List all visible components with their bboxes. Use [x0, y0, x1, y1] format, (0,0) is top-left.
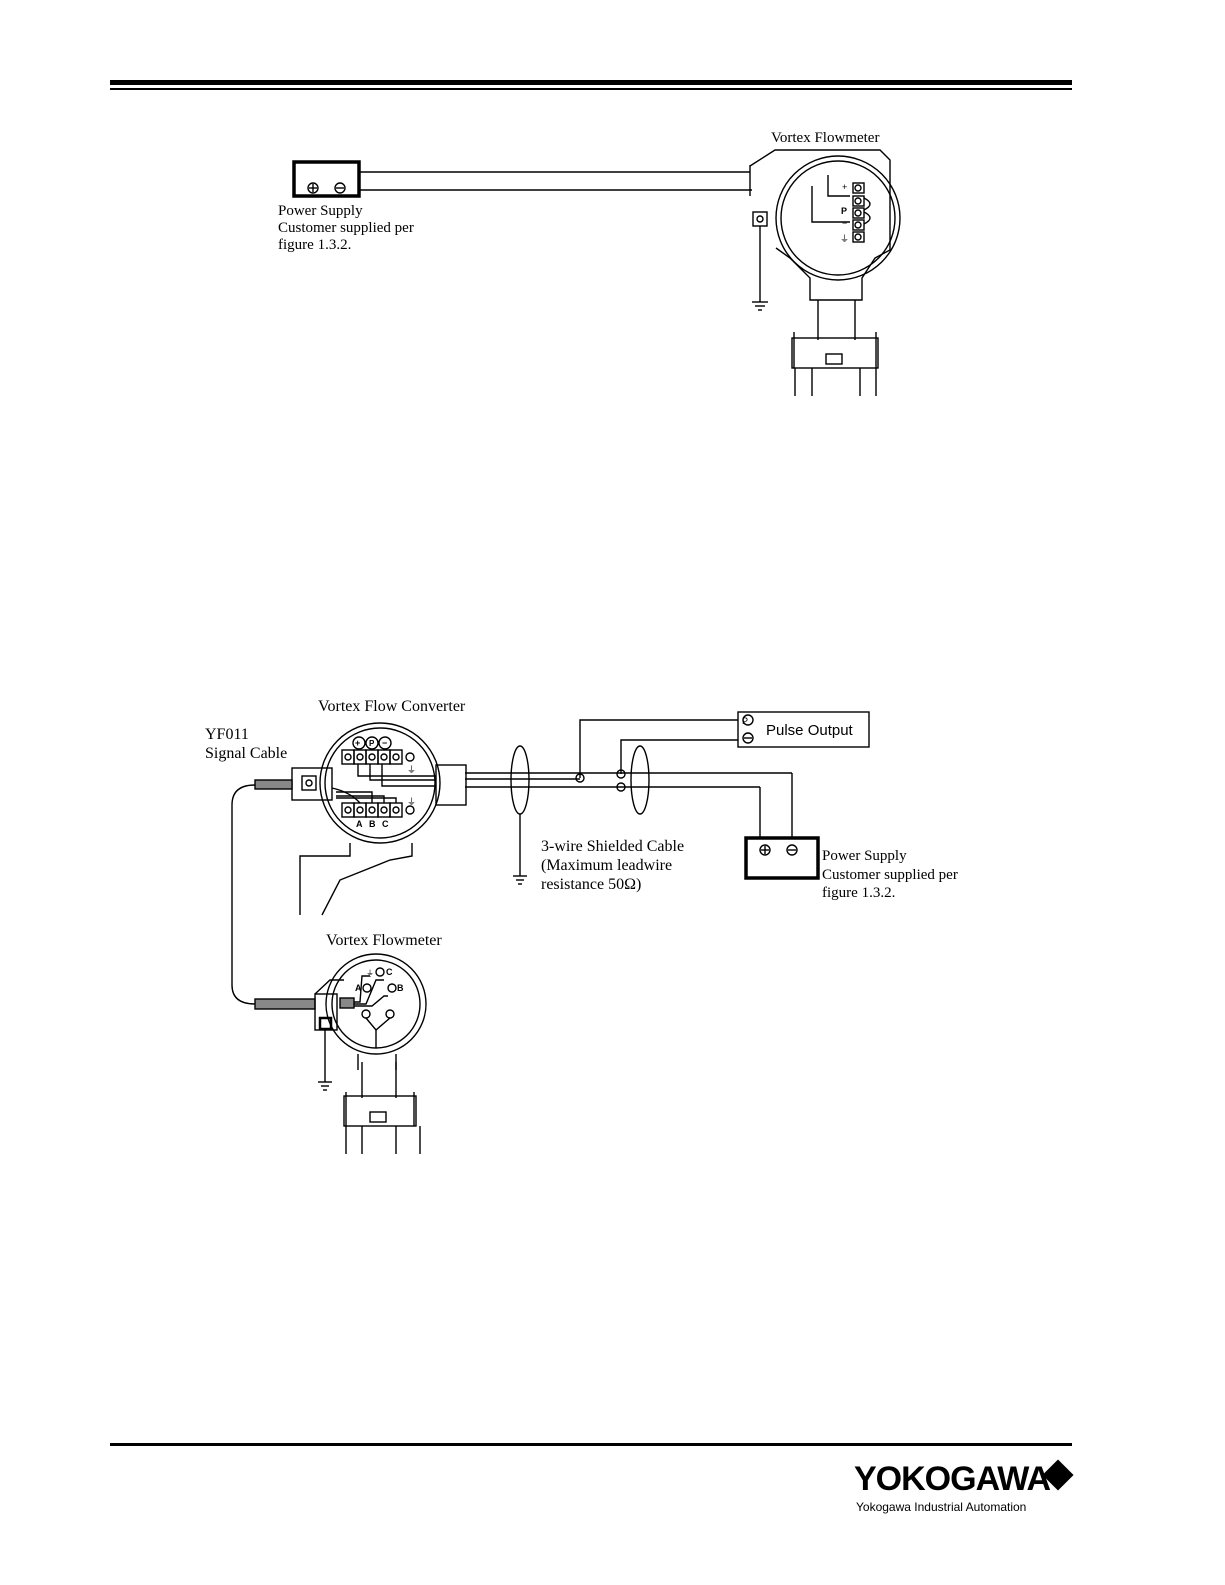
diagram2-signal-cable-label-1: YF011 [205, 726, 249, 743]
diagram2-power-supply-label-1: Power Supply [822, 848, 907, 864]
brand-logo: YOKOGAWA [854, 1460, 1051, 1498]
diagram1-terminal-p: P [841, 206, 847, 216]
diagram1-ps-minus-terminal [334, 182, 346, 194]
diagram2-converter-a: A [356, 819, 363, 829]
diagram2-flowmeter-b: B [397, 983, 404, 993]
svg-text:⏚: ⏚ [366, 969, 374, 978]
header-rule-thick [110, 80, 1072, 85]
diagram1-power-supply-label-3: figure 1.3.2. [278, 237, 352, 253]
diagram2-power-supply-box [744, 836, 820, 880]
footer-rule [110, 1443, 1072, 1446]
diagram2-flowmeter-label: Vortex Flowmeter [326, 932, 442, 949]
diagram2-shielded-cable-label-2: (Maximum leadwire [541, 857, 673, 874]
svg-text:−: − [842, 218, 847, 228]
diagram2-pulse-terminal: P [742, 716, 748, 726]
diagram2-flowmeter-housing [325, 953, 427, 1055]
diagram2-signal-cable-label-2: Signal Cable [205, 745, 288, 762]
diagram1-flowmeter-label: Vortex Flowmeter [771, 130, 880, 146]
diagram1-flowmeter-housing [775, 155, 901, 281]
diagram2-pulse-output-label: Pulse Output [766, 722, 854, 739]
diagram2-pulse-output-box [737, 711, 870, 748]
diagram2-converter-b: B [369, 819, 376, 829]
diagram1-power-supply-label-1: Power Supply [278, 203, 363, 219]
header-rule-thin [110, 88, 1072, 90]
diagram2-converter-p: P [369, 739, 375, 748]
svg-text:⏚: ⏚ [840, 234, 849, 244]
diagram2-power-supply-label-3: figure 1.3.2. [822, 885, 896, 901]
diagram1-power-supply-box [292, 160, 361, 198]
diagram2-wiring: P Pulse Output + P − ⏚ ⏚ A B C A C B ⏚ [231, 711, 870, 1154]
diagram2-flowmeter-a: A [355, 983, 362, 993]
diagram2-converter-housing [319, 722, 441, 844]
diagram2-power-supply-label-2: Customer supplied per [822, 867, 958, 883]
diagram2-shielded-cable-label-1: 3-wire Shielded Cable [541, 838, 685, 855]
svg-text:+: + [355, 738, 360, 748]
diagram2-shielded-cable-label-3: resistance 50Ω) [541, 876, 642, 893]
svg-text:⏚: ⏚ [407, 765, 416, 775]
diagram2-converter-c: C [382, 819, 389, 829]
svg-text:⏚: ⏚ [407, 797, 416, 807]
svg-text:−: − [382, 738, 387, 748]
diagram2-flowmeter-c: C [386, 967, 393, 977]
diagram1-power-supply-label-2: Customer supplied per [278, 220, 414, 236]
diagram1-ps-plus-terminal [307, 182, 319, 194]
brand-tagline: Yokogawa Industrial Automation [856, 1500, 1027, 1514]
diagram2-converter-label: Vortex Flow Converter [318, 698, 466, 715]
svg-text:+: + [842, 182, 847, 192]
diagram1-wiring: + P − ⏚ [292, 149, 901, 396]
